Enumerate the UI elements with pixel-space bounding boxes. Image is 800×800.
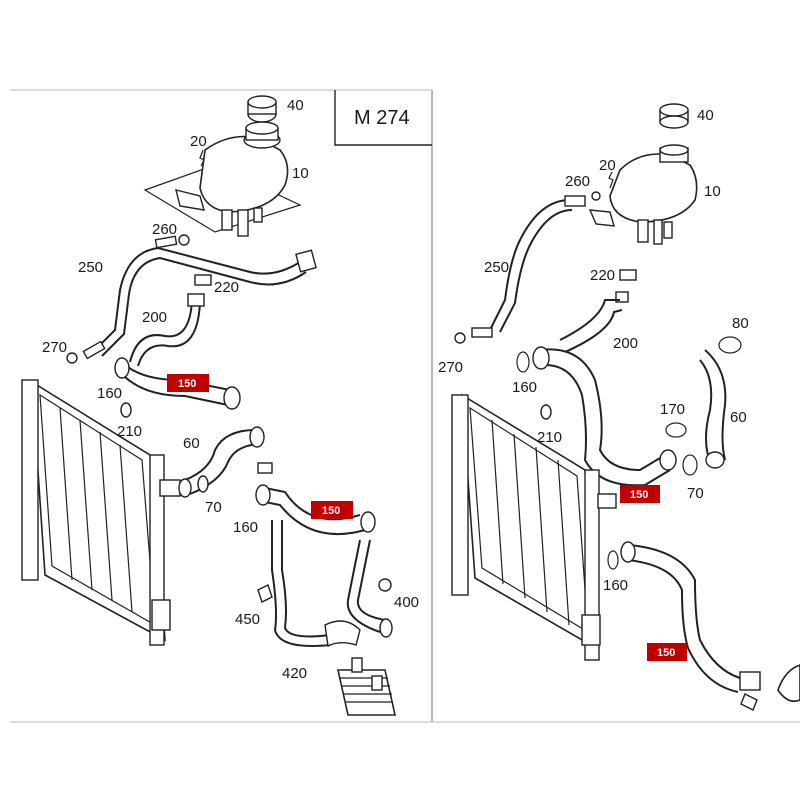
hose-420-outline-a: [271, 520, 331, 647]
vent-screw-right: [608, 171, 614, 189]
label-220-right: 220: [590, 267, 615, 284]
label-40-right: 40: [697, 107, 714, 124]
expansion-tank: [143, 121, 302, 237]
hose-250-right-a: [489, 199, 571, 331]
hose-200-outline-a: [129, 299, 193, 363]
radiator-left: [21, 379, 181, 646]
label-400: 400: [394, 594, 419, 611]
label-210-right: 210: [537, 429, 562, 446]
label-270-right: 270: [438, 359, 463, 376]
hose-200-right-a: [559, 299, 620, 341]
label-160: 160: [97, 385, 122, 402]
hose-60-right-b: [699, 359, 713, 463]
label-260-right: 260: [565, 173, 590, 190]
sensor-270-right: [454, 327, 493, 344]
label-20-right: 20: [599, 157, 616, 174]
hose-150-upper-outline-b: [123, 375, 229, 406]
label-160-right: 160: [512, 379, 537, 396]
label-160-lower: 160: [233, 519, 258, 536]
oil-cooler: [337, 657, 396, 716]
label-260: 260: [152, 221, 177, 238]
label-60-right: 60: [730, 409, 747, 426]
label-60: 60: [183, 435, 200, 452]
expansion-tank-right: [588, 144, 698, 245]
hose-150-right-upper-b: [544, 364, 671, 487]
right-panel: 40 20 260 10 250 220 200 80 270 160 170 …: [438, 103, 800, 711]
fitting-260: [154, 234, 190, 249]
highlight-150-right-lower: 150: [647, 643, 687, 661]
label-80-right: 80: [732, 315, 749, 332]
label-10: 10: [292, 165, 309, 182]
vent-screw: [199, 149, 205, 167]
hose-150-lower-outline-b: [264, 501, 366, 536]
label-450: 450: [235, 611, 260, 628]
label-10-right: 10: [704, 183, 721, 200]
highlight-150-right-upper: 150: [620, 485, 660, 503]
highlight-150-right-lower-label: 150: [657, 647, 675, 659]
hose-400-outline-a: [346, 539, 381, 633]
label-250-right: 250: [484, 259, 509, 276]
hose-150-right-lower-a: [629, 544, 741, 679]
expansion-tank-cap-right: [659, 103, 689, 129]
ring-160-lower-right: [607, 550, 619, 570]
radiator-right: [451, 393, 617, 661]
label-170-right: 170: [660, 401, 685, 418]
sensor-270: [66, 340, 106, 364]
highlight-150-upper-label: 150: [178, 378, 196, 390]
label-20: 20: [190, 133, 207, 150]
hose-250-outline-b: [101, 256, 307, 357]
model-title: M 274: [354, 107, 410, 129]
washer-260-right: [591, 191, 601, 201]
ring-160-right: [516, 351, 530, 373]
label-200: 200: [142, 309, 167, 326]
hose-420-outline-b: [281, 520, 331, 638]
label-70-right: 70: [687, 485, 704, 502]
label-200-right: 200: [613, 335, 638, 352]
label-160-lower-right: 160: [603, 577, 628, 594]
label-420: 420: [282, 665, 307, 682]
hose-60-outline-a: [184, 429, 256, 481]
label-270: 270: [42, 339, 67, 356]
label-210: 210: [117, 423, 142, 440]
hose-250-outline-a: [94, 246, 301, 351]
label-70: 70: [205, 499, 222, 516]
hose-60-right-a: [704, 349, 727, 461]
title-box: M 274: [334, 90, 432, 146]
ring-210-right: [540, 404, 552, 420]
hose-150-right-upper-a: [539, 348, 666, 472]
expansion-tank-cap: [247, 95, 277, 123]
clip-220-right: [619, 269, 637, 281]
label-220: 220: [214, 279, 239, 296]
left-panel: 40 20 10 260 250 220 200 270 160 150 210…: [21, 95, 419, 716]
clip-220: [194, 274, 212, 286]
label-40: 40: [287, 97, 304, 114]
hose-400-outline-b: [356, 539, 386, 621]
hose-150-right-lower-b: [627, 559, 739, 693]
clip-450: [257, 584, 273, 603]
hose-200-outline-b: [137, 301, 201, 367]
highlight-150-right-upper-label: 150: [630, 489, 648, 501]
label-250: 250: [78, 259, 103, 276]
hose-250-right-b: [499, 209, 573, 333]
highlight-150-lower: 150: [311, 501, 353, 519]
highlight-150-lower-label: 150: [322, 505, 340, 517]
hose-200-right-b: [564, 309, 623, 353]
highlight-150-upper: 150: [167, 374, 209, 392]
